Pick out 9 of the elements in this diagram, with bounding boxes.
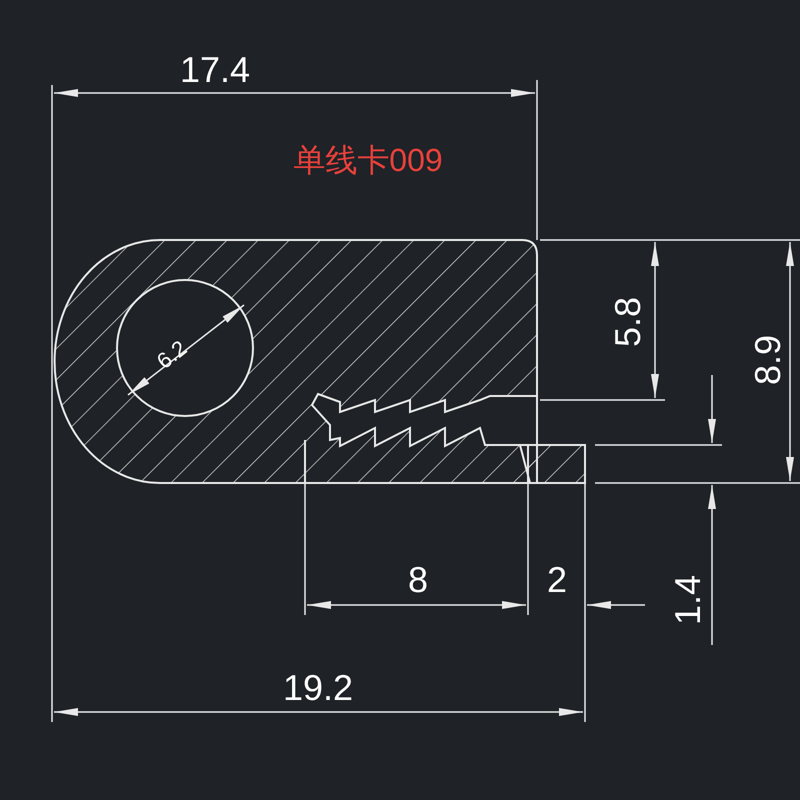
dimension-label: 8 bbox=[408, 562, 428, 598]
part-code-label: 单线卡009 bbox=[293, 144, 443, 176]
dimension-label: 8.9 bbox=[750, 334, 786, 386]
dimension-label: 6.2 bbox=[153, 336, 191, 374]
dimension-label: 17.4 bbox=[180, 52, 250, 88]
dimension-label: 1.4 bbox=[670, 574, 706, 626]
dimension-label: 2 bbox=[546, 562, 568, 598]
dimension-label: 19.2 bbox=[282, 670, 354, 706]
dimension-label: 5.8 bbox=[610, 296, 646, 348]
